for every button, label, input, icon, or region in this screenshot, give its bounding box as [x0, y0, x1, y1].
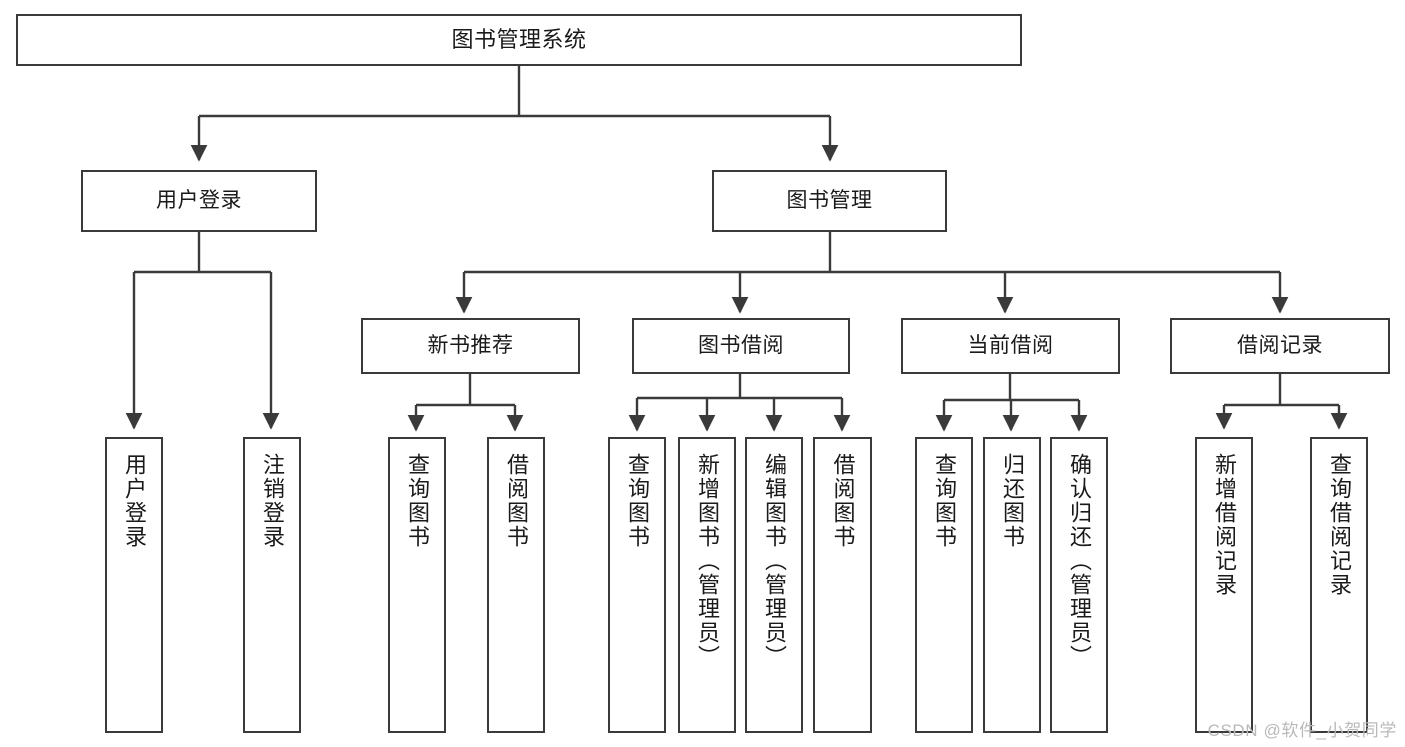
leaf-user-login-login[interactable]: 用户登录 [105, 437, 163, 733]
node-book-management-system[interactable]: 图书管理系统 [16, 14, 1022, 66]
node-new-book-recommend[interactable]: 新书推荐 [361, 318, 580, 374]
watermark: CSDN @软件_小贺同学 [1207, 721, 1397, 740]
leaf-new-book-query[interactable]: 查询图书 [388, 437, 446, 733]
node-label: 查询图书 [625, 453, 650, 549]
node-label: 借阅图书 [504, 453, 529, 549]
leaf-borrow-record-query[interactable]: 查询借阅记录 [1310, 437, 1368, 733]
leaf-new-book-borrow[interactable]: 借阅图书 [487, 437, 545, 733]
node-label: 当前借阅 [967, 333, 1054, 357]
leaf-book-borrow-add[interactable]: 新增图书（管理员） [678, 437, 736, 733]
node-label: 编辑图书（管理员） [762, 453, 787, 669]
node-label: 查询图书 [932, 453, 957, 549]
leaf-user-login-logout[interactable]: 注销登录 [243, 437, 301, 733]
node-label: 用户登录 [122, 453, 147, 549]
node-label: 用户登录 [156, 188, 242, 212]
node-label: 图书借阅 [698, 333, 784, 357]
leaf-book-borrow-edit[interactable]: 编辑图书（管理员） [745, 437, 803, 733]
node-label: 查询借阅记录 [1327, 453, 1352, 597]
node-label: 确认归还（管理员） [1067, 453, 1092, 669]
leaf-current-borrow-return[interactable]: 归还图书 [983, 437, 1041, 733]
leaf-borrow-record-add[interactable]: 新增借阅记录 [1195, 437, 1253, 733]
node-current-borrow[interactable]: 当前借阅 [901, 318, 1120, 374]
leaf-current-borrow-query[interactable]: 查询图书 [915, 437, 973, 733]
node-label: 注销登录 [260, 453, 285, 549]
node-book-management[interactable]: 图书管理 [712, 170, 947, 232]
node-label: 图书管理 [786, 188, 873, 212]
node-label: 借阅图书 [830, 453, 856, 549]
node-label: 新增图书（管理员） [695, 453, 720, 669]
node-user-login[interactable]: 用户登录 [81, 170, 317, 232]
node-borrow-record[interactable]: 借阅记录 [1170, 318, 1390, 374]
node-label: 查询图书 [405, 453, 430, 549]
node-book-borrow[interactable]: 图书借阅 [632, 318, 850, 374]
node-label: 新增借阅记录 [1212, 453, 1237, 597]
leaf-book-borrow-query[interactable]: 查询图书 [608, 437, 666, 733]
leaf-book-borrow-borrow[interactable]: 借阅图书 [813, 437, 872, 733]
leaf-current-borrow-confirm-return[interactable]: 确认归还（管理员） [1050, 437, 1108, 733]
node-label: 借阅记录 [1237, 333, 1323, 357]
node-label: 新书推荐 [427, 333, 514, 357]
node-label: 图书管理系统 [451, 27, 587, 53]
node-label: 归还图书 [1000, 453, 1025, 549]
